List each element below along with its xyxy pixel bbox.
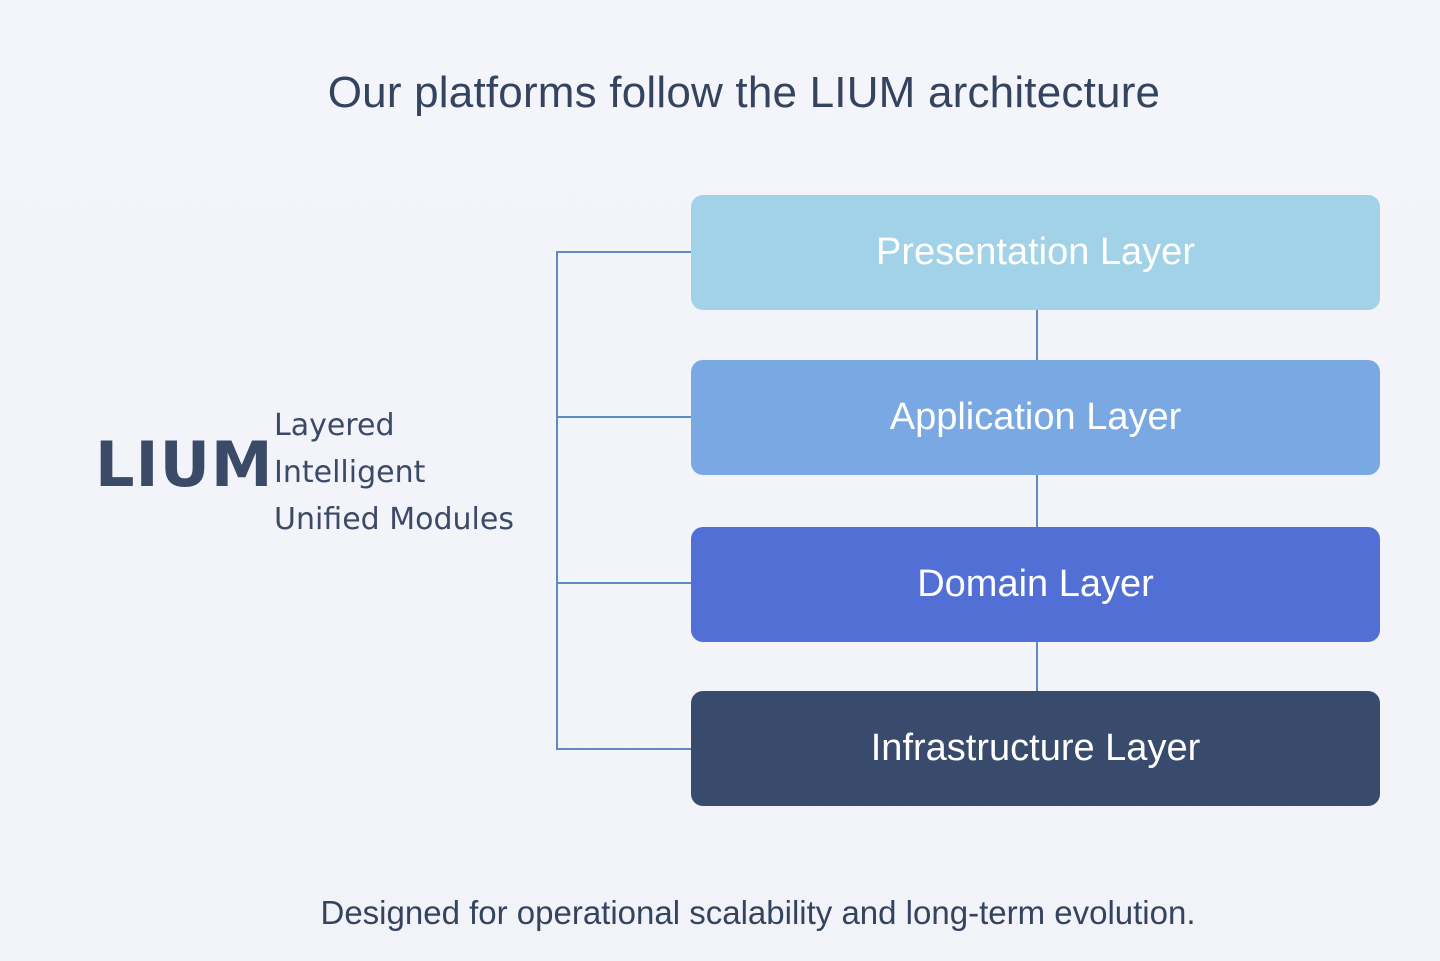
layer-box-domain: Domain Layer: [691, 527, 1380, 642]
bracket-vertical-connector: [556, 251, 558, 749]
lium-logo: LIUM: [95, 428, 274, 501]
layer-box-infrastructure: Infrastructure Layer: [691, 691, 1380, 806]
layer-label: Domain Layer: [917, 563, 1154, 605]
footer-tagline: Designed for operational scalability and…: [320, 894, 1196, 931]
bracket-connector-application: [556, 416, 692, 418]
link-application-domain: [1036, 474, 1038, 528]
link-presentation-application: [1036, 309, 1038, 361]
layer-box-application: Application Layer: [691, 360, 1380, 475]
bracket-connector-presentation: [556, 251, 692, 253]
expansion-unified-modules: Unified Modules: [274, 502, 514, 537]
acronym-expansion: Layered Intelligent Unified Modules: [274, 402, 514, 543]
layer-box-presentation: Presentation Layer: [691, 195, 1380, 310]
page-title: Our platforms follow the LIUM architectu…: [327, 68, 1161, 117]
expansion-intelligent: Intelligent: [274, 455, 426, 490]
layer-label: Presentation Layer: [876, 231, 1195, 273]
layer-label: Application Layer: [889, 396, 1182, 438]
layer-label: Infrastructure Layer: [870, 727, 1201, 769]
link-domain-infrastructure: [1036, 641, 1038, 693]
bracket-connector-infrastructure: [556, 748, 692, 750]
bracket-connector-domain: [556, 582, 692, 584]
expansion-layered: Layered: [274, 408, 395, 443]
